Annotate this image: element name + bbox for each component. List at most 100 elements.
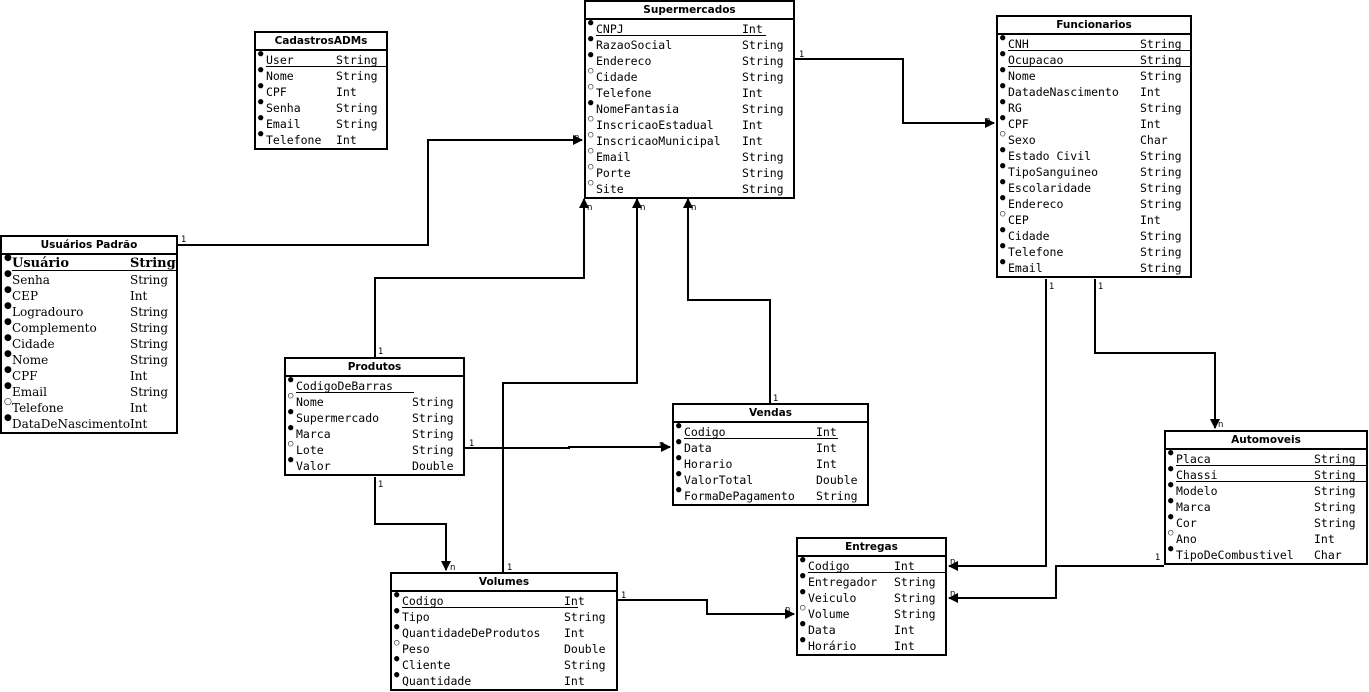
relationship-volumes-supermercados[interactable]	[502, 198, 642, 572]
relationship-produtos-vendas[interactable]	[465, 442, 671, 452]
attribute-name: Data	[684, 441, 712, 455]
attribute-row[interactable]: ●CodigoDeBarras	[286, 375, 463, 394]
relationship-funcionarios-entregas[interactable]	[948, 279, 1047, 571]
relationship-vendas-supermercados[interactable]	[683, 198, 771, 403]
relationship-automoveis-entregas[interactable]	[948, 565, 1164, 603]
relationship-produtos-supermercados[interactable]	[374, 198, 589, 357]
relationship-volumes-entregas[interactable]	[618, 599, 795, 619]
attribute-name: Senha	[266, 101, 301, 115]
relationship-usuarios-supermercados[interactable]	[178, 135, 583, 246]
required-marker-icon: ●	[800, 587, 806, 597]
relationship-supermercados-funcionarios[interactable]	[795, 58, 995, 128]
attribute-name: Email	[596, 150, 631, 164]
cardinality-many-label: n	[450, 563, 456, 573]
attribute-type: Int	[894, 623, 915, 637]
relationship-funcionarios-automoveis[interactable]	[1094, 279, 1220, 429]
relationship-produtos-volumes[interactable]	[374, 477, 451, 571]
